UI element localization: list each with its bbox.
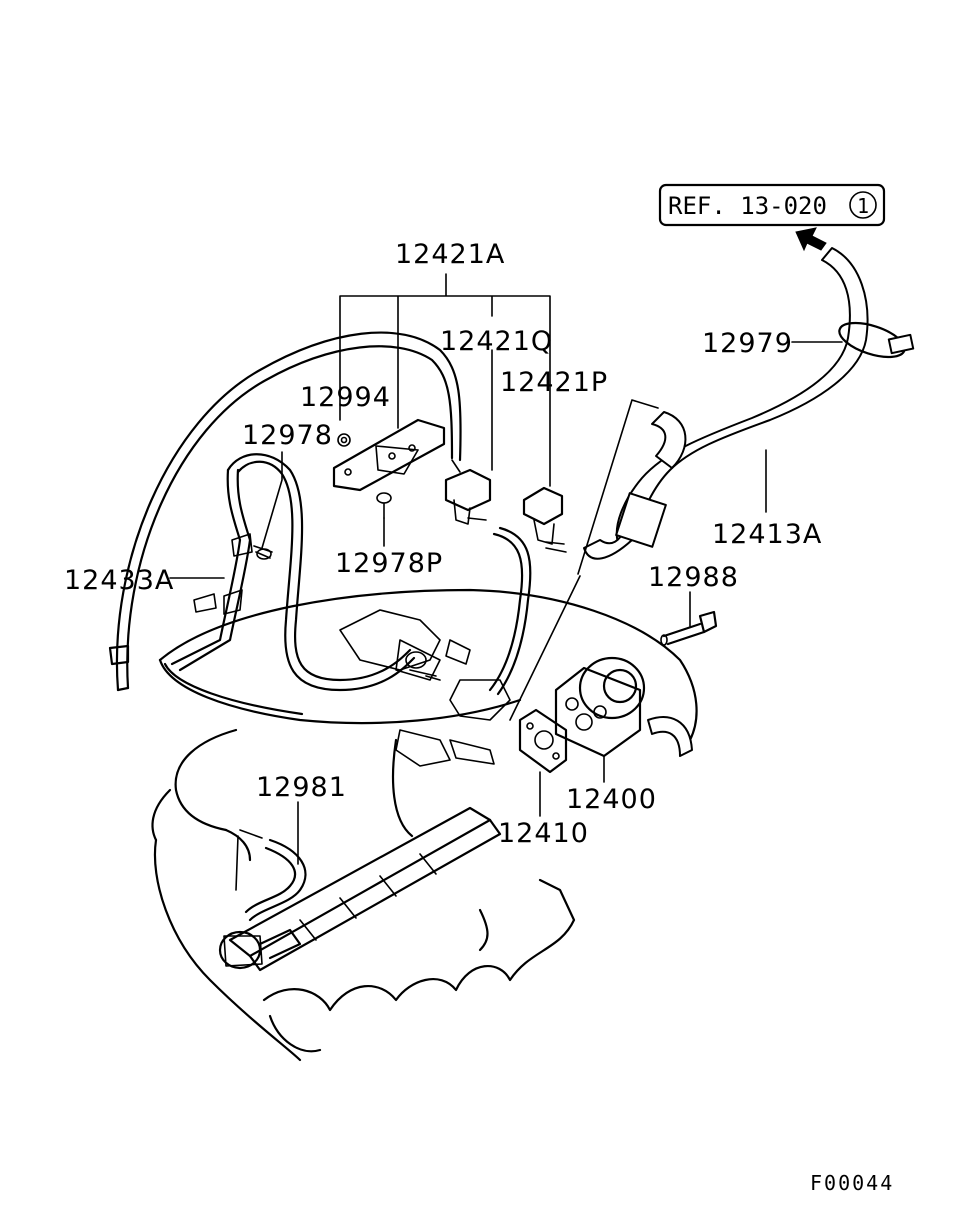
label-12978P: 12978P bbox=[335, 548, 443, 579]
label-12410: 12410 bbox=[498, 818, 589, 849]
intake-manifold-lower bbox=[151, 728, 576, 1062]
label-12978: 12978 bbox=[242, 420, 333, 451]
vacuum-hose-loop bbox=[108, 331, 462, 692]
egr-valve-12400 bbox=[554, 656, 693, 758]
reference-box[interactable]: REF. 13-020 1 bbox=[658, 183, 886, 227]
label-12413A: 12413A bbox=[712, 519, 822, 550]
reference-circled-number: 1 bbox=[857, 194, 869, 218]
label-12421Q: 12421Q bbox=[440, 326, 553, 357]
intake-plenum bbox=[158, 588, 698, 767]
figure-code: F00044 bbox=[810, 1171, 894, 1195]
label-12421A: 12421A bbox=[395, 239, 505, 270]
label-12994: 12994 bbox=[300, 382, 391, 413]
hose-bracket-lines bbox=[509, 399, 659, 721]
label-12988: 12988 bbox=[648, 562, 739, 593]
label-12400: 12400 bbox=[566, 784, 657, 815]
label-12981: 12981 bbox=[256, 772, 347, 803]
clamp-12979 bbox=[838, 321, 915, 359]
bolt-12988 bbox=[660, 610, 718, 646]
reference-arrow bbox=[795, 227, 827, 252]
bolt-12978 bbox=[253, 545, 273, 560]
screw-12978P bbox=[376, 492, 392, 519]
solenoid-bracket bbox=[332, 418, 446, 492]
leader-lines bbox=[169, 273, 843, 865]
label-12979: 12979 bbox=[702, 328, 793, 359]
label-12421P: 12421P bbox=[500, 367, 608, 398]
solenoid-valve-12421P bbox=[522, 486, 567, 553]
harness-12433A bbox=[170, 453, 416, 692]
gasket-12410 bbox=[518, 708, 568, 774]
solenoid-valve-12421Q bbox=[444, 459, 492, 525]
hose-12981 bbox=[235, 829, 307, 922]
valve-hose bbox=[488, 526, 532, 696]
reference-text: REF. 13-020 bbox=[668, 192, 827, 220]
hose-12413A bbox=[583, 247, 869, 560]
label-12433A: 12433A bbox=[64, 565, 174, 596]
nut-12994 bbox=[337, 433, 351, 447]
